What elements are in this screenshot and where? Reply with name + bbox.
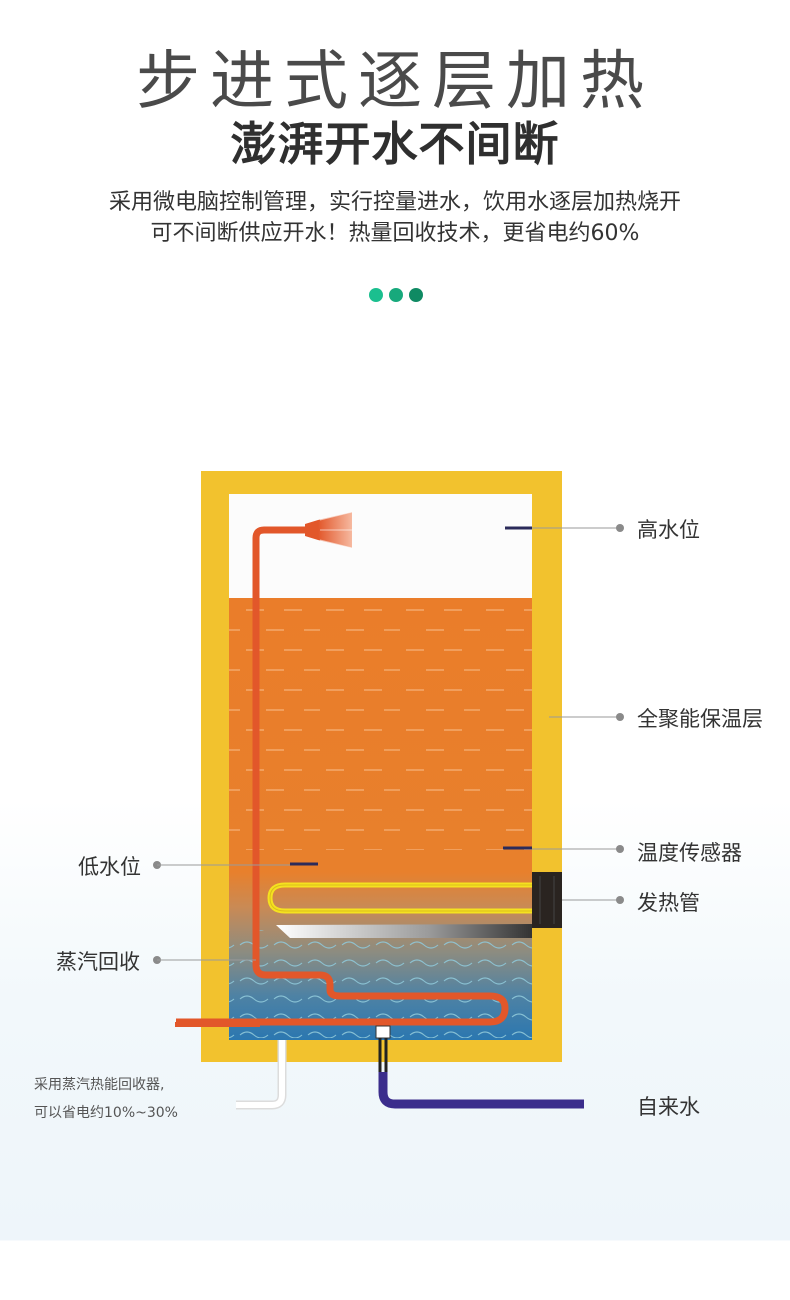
description-line-2: 可不间断供应开水！热量回收技术，更省电约60% [150, 221, 640, 246]
description-line-1: 采用微电脑控制管理，实行控量进水，饮用水逐层加热烧开 [108, 190, 681, 215]
steam-recovery-pipe [176, 526, 509, 1026]
label-steam-recovery: 蒸汽回收 [56, 950, 140, 974]
label-high-water: 高水位 [637, 518, 700, 542]
page-subtitle: 澎湃开水不间断 [230, 117, 560, 171]
steam-note-line-2: 可以省电约10%~30% [34, 1105, 178, 1121]
dot-3 [409, 288, 423, 302]
tap-water-inlet-pipe [378, 1072, 584, 1109]
label-low-water: 低水位 [78, 855, 141, 879]
label-insulation: 全聚能保温层 [637, 707, 763, 731]
spray-nozzle [305, 520, 318, 540]
dot-2 [389, 288, 403, 302]
inlet-valve [375, 1025, 391, 1039]
page-title: 步进式逐层加热 [136, 45, 654, 119]
decorative-dots [369, 288, 423, 304]
label-heating-tube: 发热管 [637, 891, 700, 915]
heater-connector [532, 872, 562, 928]
hot-water-ripples [229, 600, 532, 850]
label-tap-water: 自来水 [637, 1095, 700, 1119]
heat-plate [276, 924, 532, 938]
dot-1 [369, 288, 383, 302]
steam-note-line-1: 采用蒸汽热能回收器, [34, 1077, 165, 1093]
label-temp-sensor: 温度传感器 [637, 841, 742, 865]
